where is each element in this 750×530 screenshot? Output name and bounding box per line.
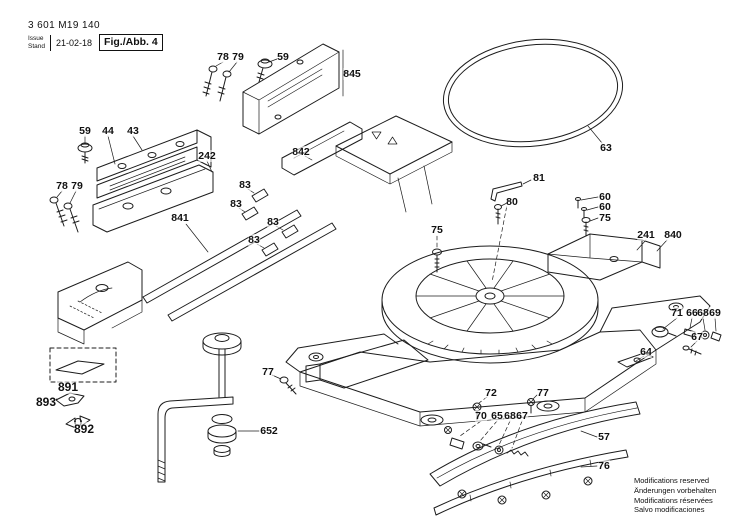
- note-line-3: Modifications réservées: [634, 495, 713, 505]
- issue-label: Issue: [28, 35, 44, 43]
- title-block: 3 601 M19 140 Issue Stand 21-02-18 Fig./…: [28, 20, 163, 51]
- left-support-wing: [57, 261, 143, 345]
- base-assembly: [285, 295, 711, 434]
- curved-segment-57-76: [429, 401, 641, 516]
- part-number: 3 601 M19 140: [28, 20, 100, 31]
- issue-stand-labels: Issue Stand: [28, 35, 45, 50]
- bottom-screws: [449, 398, 535, 457]
- rear-clamp-bracket: [432, 197, 661, 281]
- title-divider: [50, 34, 51, 51]
- construction-lines: [436, 199, 523, 449]
- issue-date: 21-02-18: [56, 37, 93, 48]
- note-line-2: Änderungen vorbehalten: [634, 485, 717, 495]
- screw-77-left: [279, 376, 297, 395]
- fence-assembly-top-left: [77, 129, 214, 233]
- note-line-1: Modifications reserved: [634, 476, 710, 485]
- plate-845: [242, 43, 348, 135]
- plate-842: [281, 121, 363, 176]
- turntable: [381, 245, 599, 364]
- rods-841-spacers-83: [142, 188, 337, 322]
- small-parts-right: [617, 326, 722, 368]
- leader-lines: [50, 58, 717, 468]
- screws-78-79-left: [49, 196, 80, 233]
- bracket-group-89x: [49, 347, 117, 429]
- note-line-4: Salvo modificaciones: [634, 505, 705, 515]
- clamp-rod-652: [157, 332, 242, 483]
- screws-78-79-top: [202, 65, 232, 102]
- figure-label: Fig./Abb. 4: [99, 34, 163, 51]
- cable-ring-63: [442, 38, 624, 148]
- stand-label: Stand: [28, 42, 45, 50]
- knob-59-top: [256, 58, 273, 83]
- issue-row: Issue Stand 21-02-18 Fig./Abb. 4: [28, 34, 163, 51]
- modifications-note: Modifications reserved Änderungen vorbeh…: [634, 476, 716, 515]
- allen-key-81: [490, 181, 523, 202]
- wedge-bracket: [335, 115, 453, 213]
